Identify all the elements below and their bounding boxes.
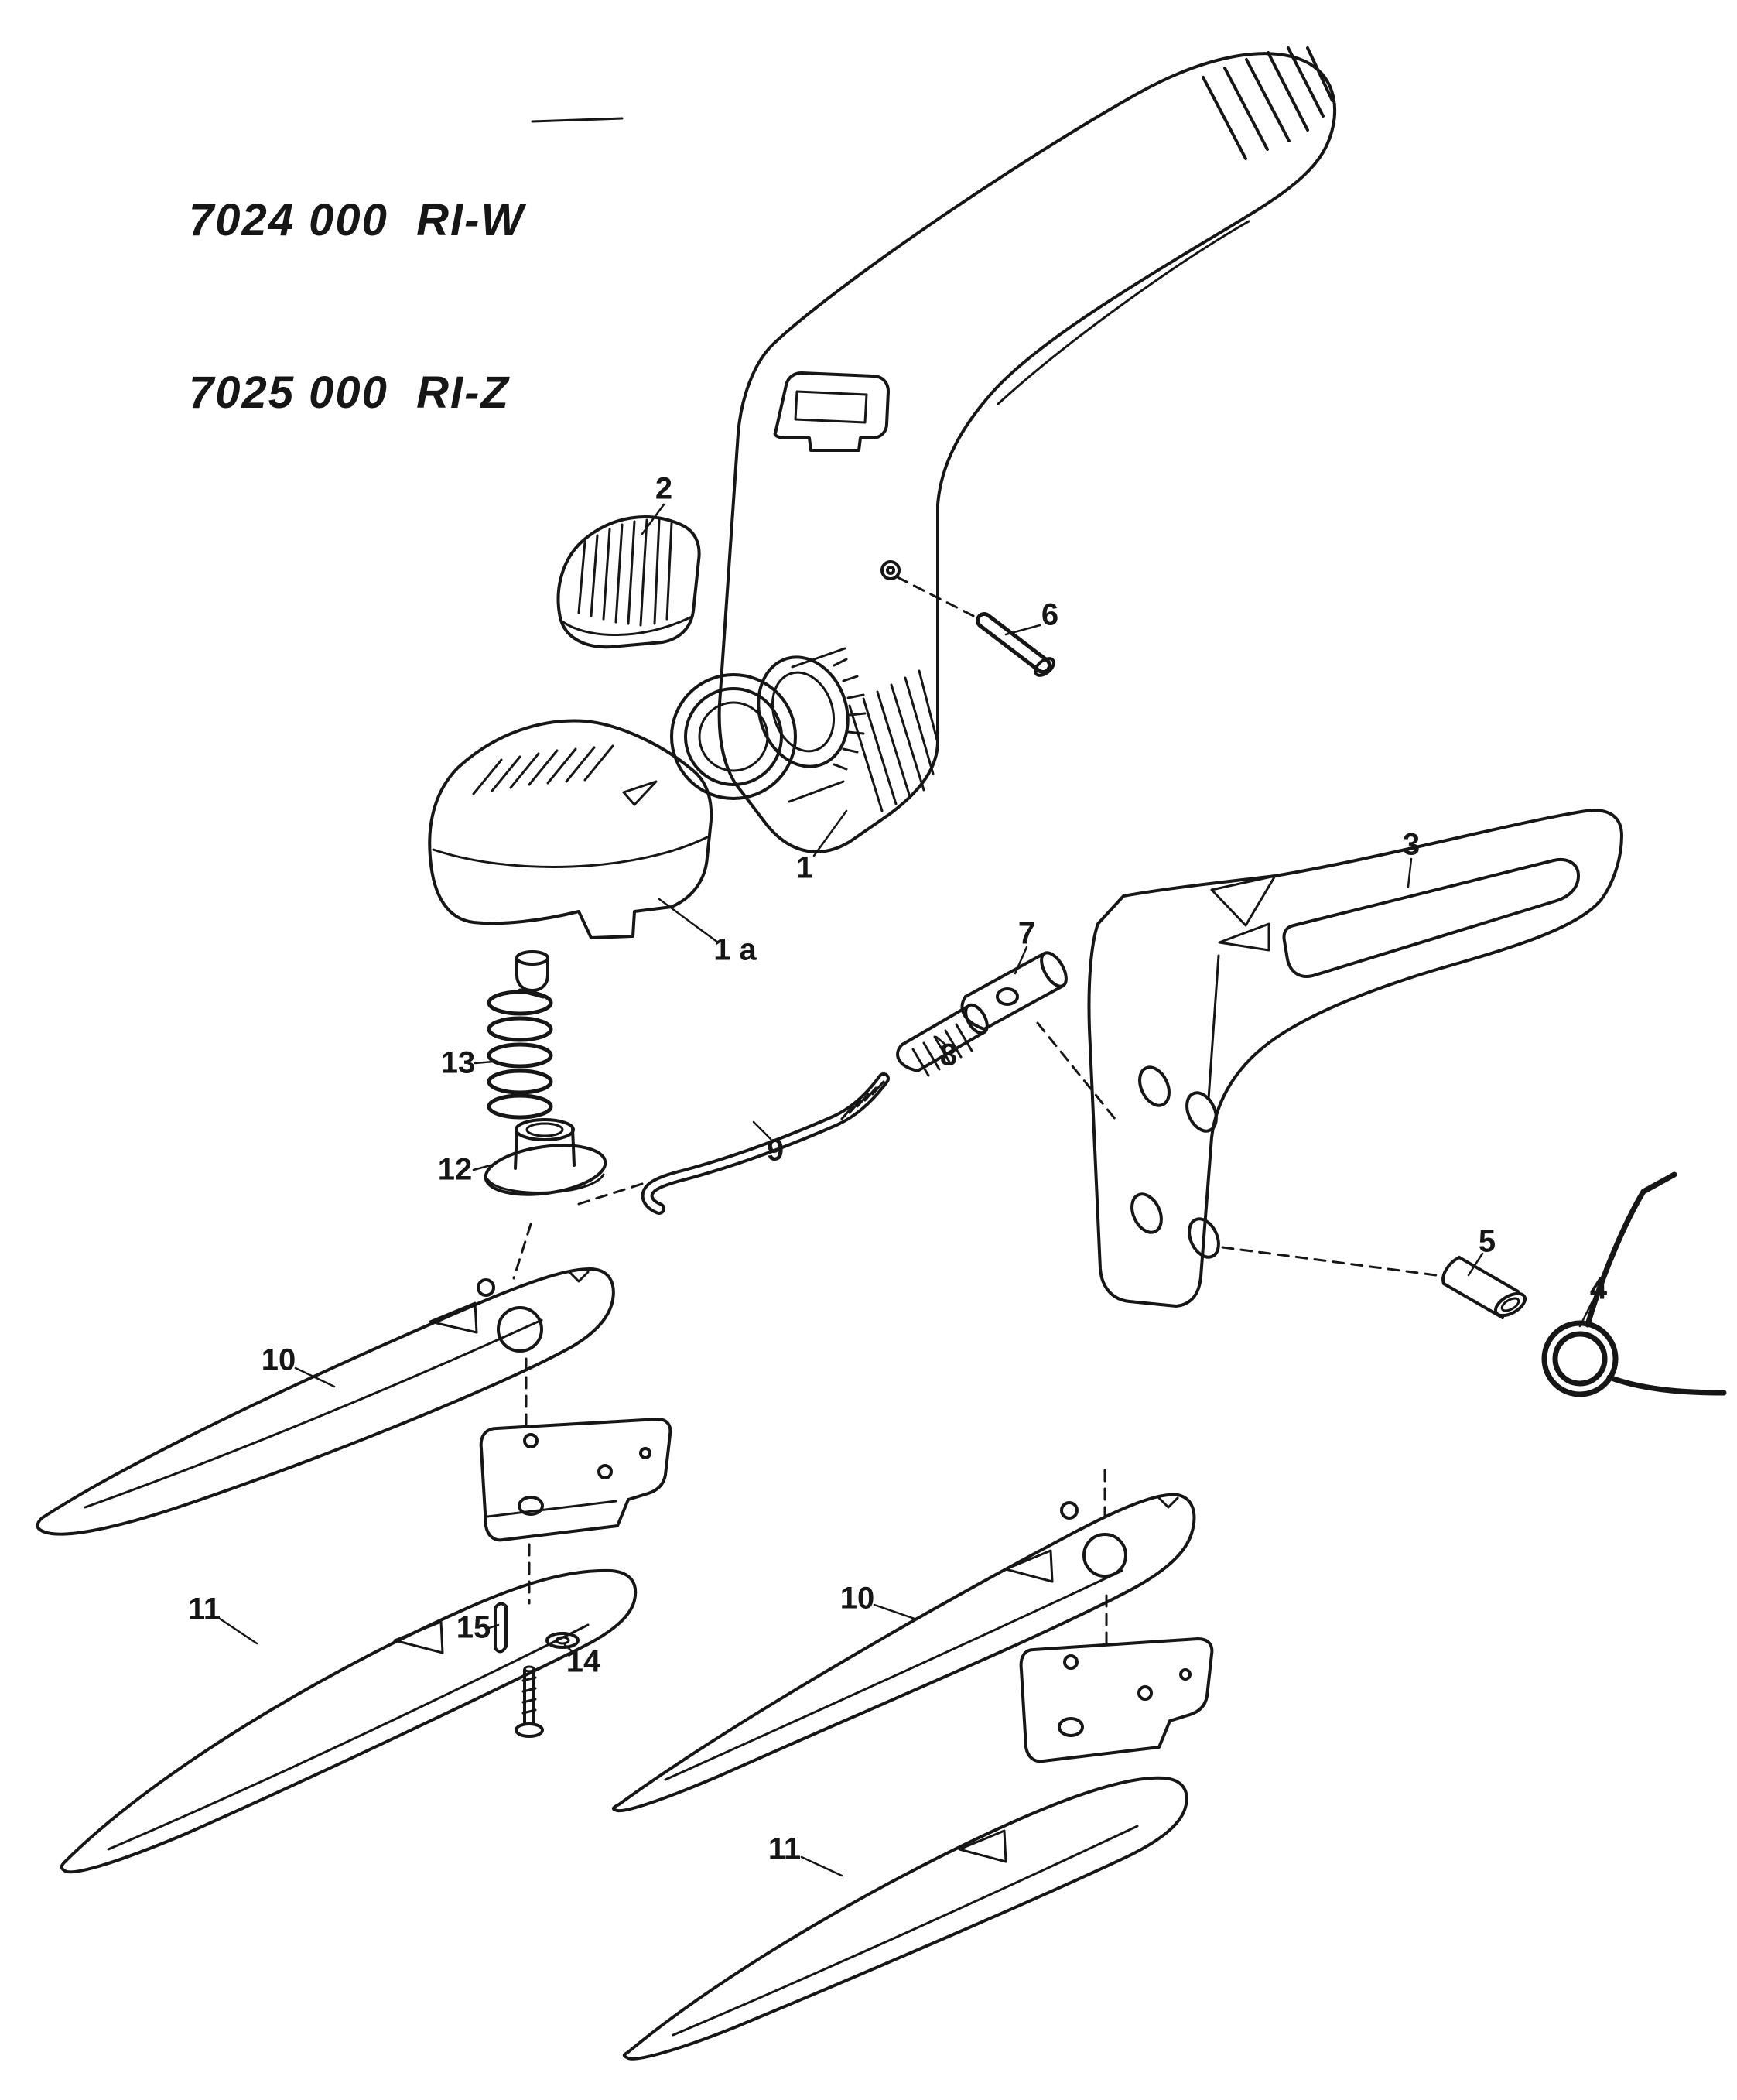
part-6-art — [976, 612, 1055, 677]
part-10-left-art — [36, 1267, 615, 1536]
part-1-art — [670, 46, 1336, 853]
callout-10-right: 10 — [839, 1581, 875, 1616]
callout-1: 1 — [795, 850, 814, 885]
callout-8: 8 — [939, 1038, 958, 1072]
callout-7: 7 — [1017, 916, 1036, 951]
callout-3: 3 — [1402, 827, 1421, 862]
part-9-art — [641, 1072, 890, 1215]
assembly-dashed-lines — [512, 576, 1438, 1647]
part-2-art — [556, 515, 701, 649]
callout-9: 9 — [766, 1133, 785, 1168]
doc-number-line-2: 7025 000 RI-Z — [189, 368, 510, 419]
callout-11-right: 11 — [768, 1832, 802, 1866]
part-8-art — [896, 1003, 989, 1077]
scan-artifact-line — [531, 117, 624, 123]
part-13-art — [487, 988, 553, 1120]
callout-5: 5 — [1478, 1224, 1496, 1259]
callout-10-left: 10 — [261, 1342, 296, 1377]
callout-11-left: 11 — [187, 1592, 221, 1626]
part-12-art — [484, 1118, 607, 1196]
part-4-art — [1541, 1171, 1727, 1397]
callout-13: 13 — [440, 1045, 476, 1080]
callout-6: 6 — [1041, 597, 1059, 632]
document-numbers: 7024 000 RI-W 7025 000 RI-Z — [189, 77, 525, 537]
part-10-right-art — [612, 1493, 1196, 1813]
callout-15: 15 — [456, 1610, 491, 1645]
callout-2: 2 — [655, 471, 673, 506]
part-11-right-art — [622, 1637, 1214, 2061]
callout-1a: 1 a — [713, 932, 757, 967]
doc-number-line-1: 7024 000 RI-W — [189, 195, 525, 246]
callout-14: 14 — [566, 1644, 601, 1679]
part-5-art — [1441, 1256, 1527, 1319]
part-1a-art — [428, 719, 713, 992]
callout-4: 4 — [1589, 1271, 1608, 1306]
callout-12: 12 — [437, 1152, 473, 1187]
part-14-art — [515, 1632, 580, 1738]
part-11-left-art — [60, 1418, 672, 1874]
part-15-art — [494, 1602, 508, 1654]
part-7-art — [960, 951, 1068, 1031]
callout-leader-lines — [218, 503, 1594, 1877]
part-3-art — [1087, 809, 1623, 1308]
